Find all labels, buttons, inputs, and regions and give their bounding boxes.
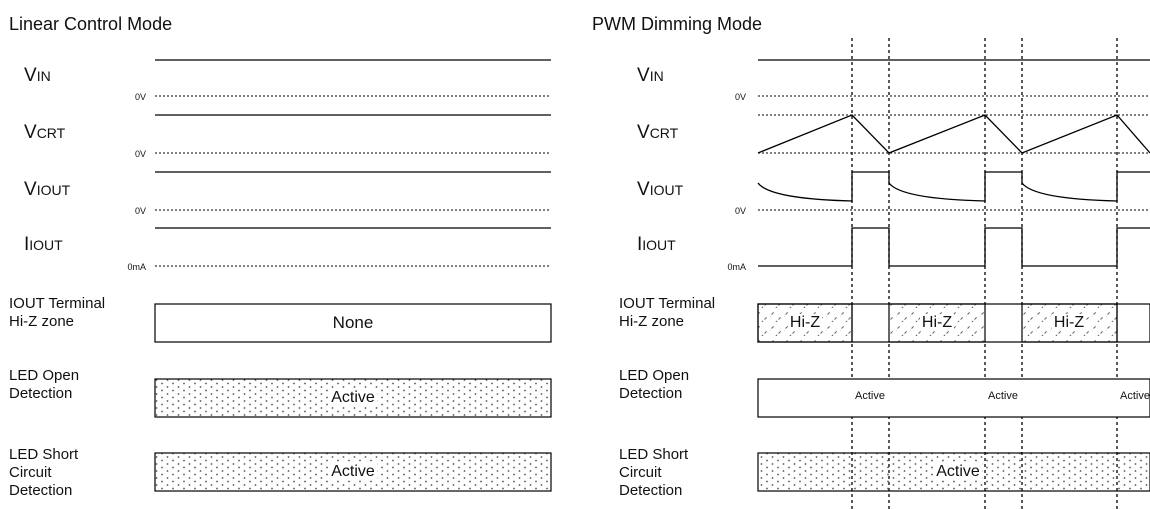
left-hiz-box [154, 303, 552, 343]
left-vcrt-zero: 0V [134, 149, 146, 159]
right-hiz-value-1: Hi-Z [776, 314, 834, 332]
right-open-value-1: Active [855, 390, 885, 402]
left-short-label-1: LED Short [9, 446, 79, 463]
left-viout-label: VIOUT [24, 179, 71, 200]
left-short-value: Active [320, 463, 386, 481]
left-iiout-label: IIOUT [24, 234, 63, 255]
right-vin-zero: 0V [734, 92, 746, 102]
left-viout-zero: 0V [134, 206, 146, 216]
right-iiout-label: IIOUT [637, 234, 676, 255]
right-short-value: Active [925, 463, 991, 481]
right-open-box [757, 378, 1150, 418]
left-hiz-value: None [332, 313, 374, 332]
right-iiout-sub: IOUT [642, 237, 676, 253]
right-vin-main: V [637, 65, 650, 86]
left-iiout-main: I [24, 234, 30, 255]
right-hiz-value-1-text: Hi-Z [787, 314, 823, 331]
left-vcrt-wave [155, 114, 551, 154]
left-short-label-3: Detection [9, 482, 73, 499]
right-vin-label: VIN [637, 65, 664, 86]
right-vcrt-sub: CRT [649, 125, 679, 141]
right-hiz-value-3: Hi-Z [1040, 314, 1098, 332]
left-iiout-sub: IOUT [29, 237, 63, 253]
right-open-label-1: LED Open [619, 367, 690, 384]
left-short-value-text: Active [329, 463, 377, 480]
right-vcrt-main: V [637, 122, 650, 143]
right-hiz-label-2: Hi-Z zone [619, 313, 685, 330]
left-open-label-1: LED Open [9, 367, 80, 384]
right-open-value-3: Active [1120, 390, 1150, 402]
left-iiout-wave [155, 227, 551, 267]
right-viout-label: VIOUT [637, 179, 684, 200]
right-vcrt-wave [757, 114, 1150, 154]
right-viout-wave [757, 171, 1150, 211]
right-iiout-zero: 0mA [727, 262, 746, 272]
left-panel-title: Linear Control Mode [9, 14, 173, 34]
left-vcrt-label: VCRT [24, 122, 66, 143]
right-viout-sub: IOUT [649, 182, 684, 198]
right-open-value-2: Active [988, 390, 1018, 402]
right-short-label-3: Detection [619, 482, 683, 499]
left-short-label-2: Circuit [9, 464, 52, 481]
right-short-value-text: Active [934, 463, 982, 480]
left-vin-label: VIN [24, 65, 51, 86]
left-iiout-zero: 0mA [127, 262, 146, 272]
right-open-label-2: Detection [619, 385, 683, 402]
right-vcrt-label: VCRT [637, 122, 679, 143]
left-open-value: Active [320, 389, 386, 407]
right-hiz-value-2: Hi-Z [908, 314, 966, 332]
right-hiz-value-2-text: Hi-Z [919, 314, 955, 331]
left-vcrt-main: V [24, 122, 37, 143]
left-hiz-label-2: Hi-Z zone [9, 313, 75, 330]
right-hiz-label-1: IOUT Terminal [619, 295, 716, 312]
left-viout-wave [155, 171, 551, 211]
right-viout-zero: 0V [734, 206, 746, 216]
left-vin-main: V [24, 65, 37, 86]
right-short-label-2: Circuit [619, 464, 662, 481]
right-short-label-1: LED Short [619, 446, 689, 463]
right-vin-wave [758, 59, 1150, 97]
left-hiz-label-1: IOUT Terminal [9, 295, 106, 312]
left-vin-sub: IN [36, 68, 51, 84]
timing-guides [851, 38, 1118, 509]
left-open-value-text: Active [329, 389, 377, 406]
right-viout-main: V [637, 179, 650, 200]
left-vcrt-sub: CRT [36, 125, 66, 141]
right-iiout-main: I [637, 234, 643, 255]
right-hiz-value-3-text: Hi-Z [1051, 314, 1087, 331]
left-vin-wave [155, 59, 551, 97]
right-iiout-wave [758, 227, 1150, 267]
left-open-label-2: Detection [9, 385, 73, 402]
right-panel-title: PWM Dimming Mode [592, 14, 763, 34]
left-viout-sub: IOUT [36, 182, 71, 198]
left-vin-zero: 0V [134, 92, 146, 102]
left-viout-main: V [24, 179, 37, 200]
right-vin-sub: IN [649, 68, 664, 84]
